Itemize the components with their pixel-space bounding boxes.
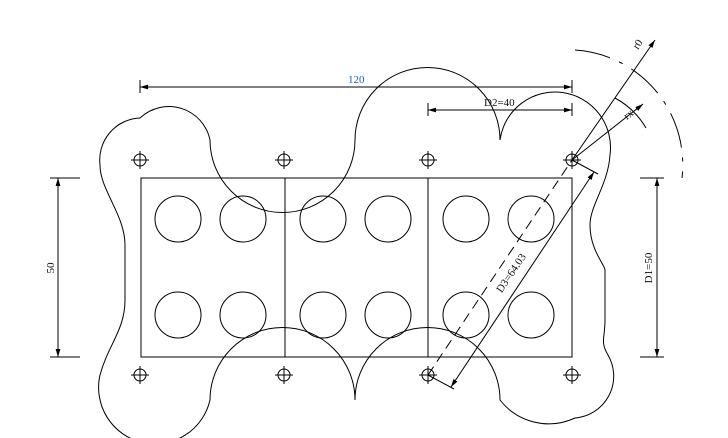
label-overall-width: 120 <box>348 74 365 86</box>
hole <box>154 195 202 243</box>
hole <box>299 291 347 339</box>
module-holes <box>154 195 555 339</box>
dimension-height-d1: D1=50 <box>640 177 664 358</box>
label-rx: rx <box>621 107 636 122</box>
label-diagonal-d3: D3=64.03 <box>494 251 529 295</box>
radius-rx: rx <box>571 97 647 161</box>
hole <box>219 291 267 339</box>
label-height-left: 50 <box>45 262 57 274</box>
dimension-pitch-d2: D2=40 <box>427 97 573 116</box>
dimension-height-left: 50 <box>45 177 80 358</box>
hole <box>364 291 412 339</box>
mounting-hole <box>419 151 437 169</box>
hole <box>507 195 555 243</box>
mounting-hole <box>275 366 293 384</box>
diagonal-centerline <box>427 159 573 376</box>
hole <box>442 291 490 339</box>
label-r0: r0 <box>631 37 646 52</box>
label-height-d1: D1=50 <box>643 252 655 283</box>
mounting-hole <box>275 151 293 169</box>
label-pitch-d2: D2=40 <box>484 97 515 109</box>
hole <box>364 195 412 243</box>
hole <box>507 291 555 339</box>
hole <box>442 195 490 243</box>
dimension-overall-width: 120 <box>139 74 573 93</box>
hole <box>219 195 267 243</box>
mounting-hole <box>563 366 581 384</box>
hole <box>154 291 202 339</box>
mounting-hole <box>131 151 149 169</box>
mounting-hole <box>131 366 149 384</box>
plate-outline <box>98 67 615 438</box>
hole <box>299 195 347 243</box>
